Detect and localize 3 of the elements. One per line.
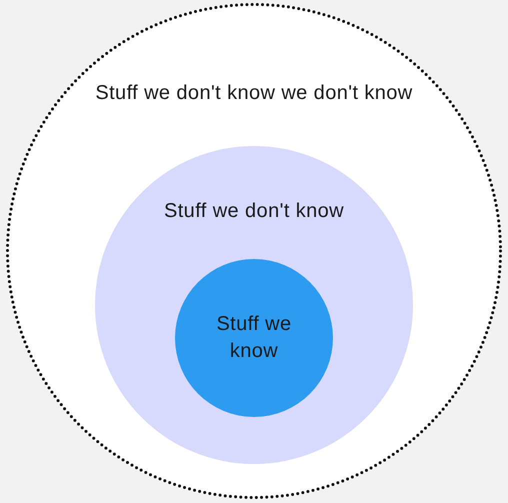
- circle-label: Stuff we don't know: [164, 199, 344, 223]
- circle-label: Stuff we don't know we don't know: [95, 81, 413, 105]
- circle-label: Stuff we know: [215, 312, 293, 364]
